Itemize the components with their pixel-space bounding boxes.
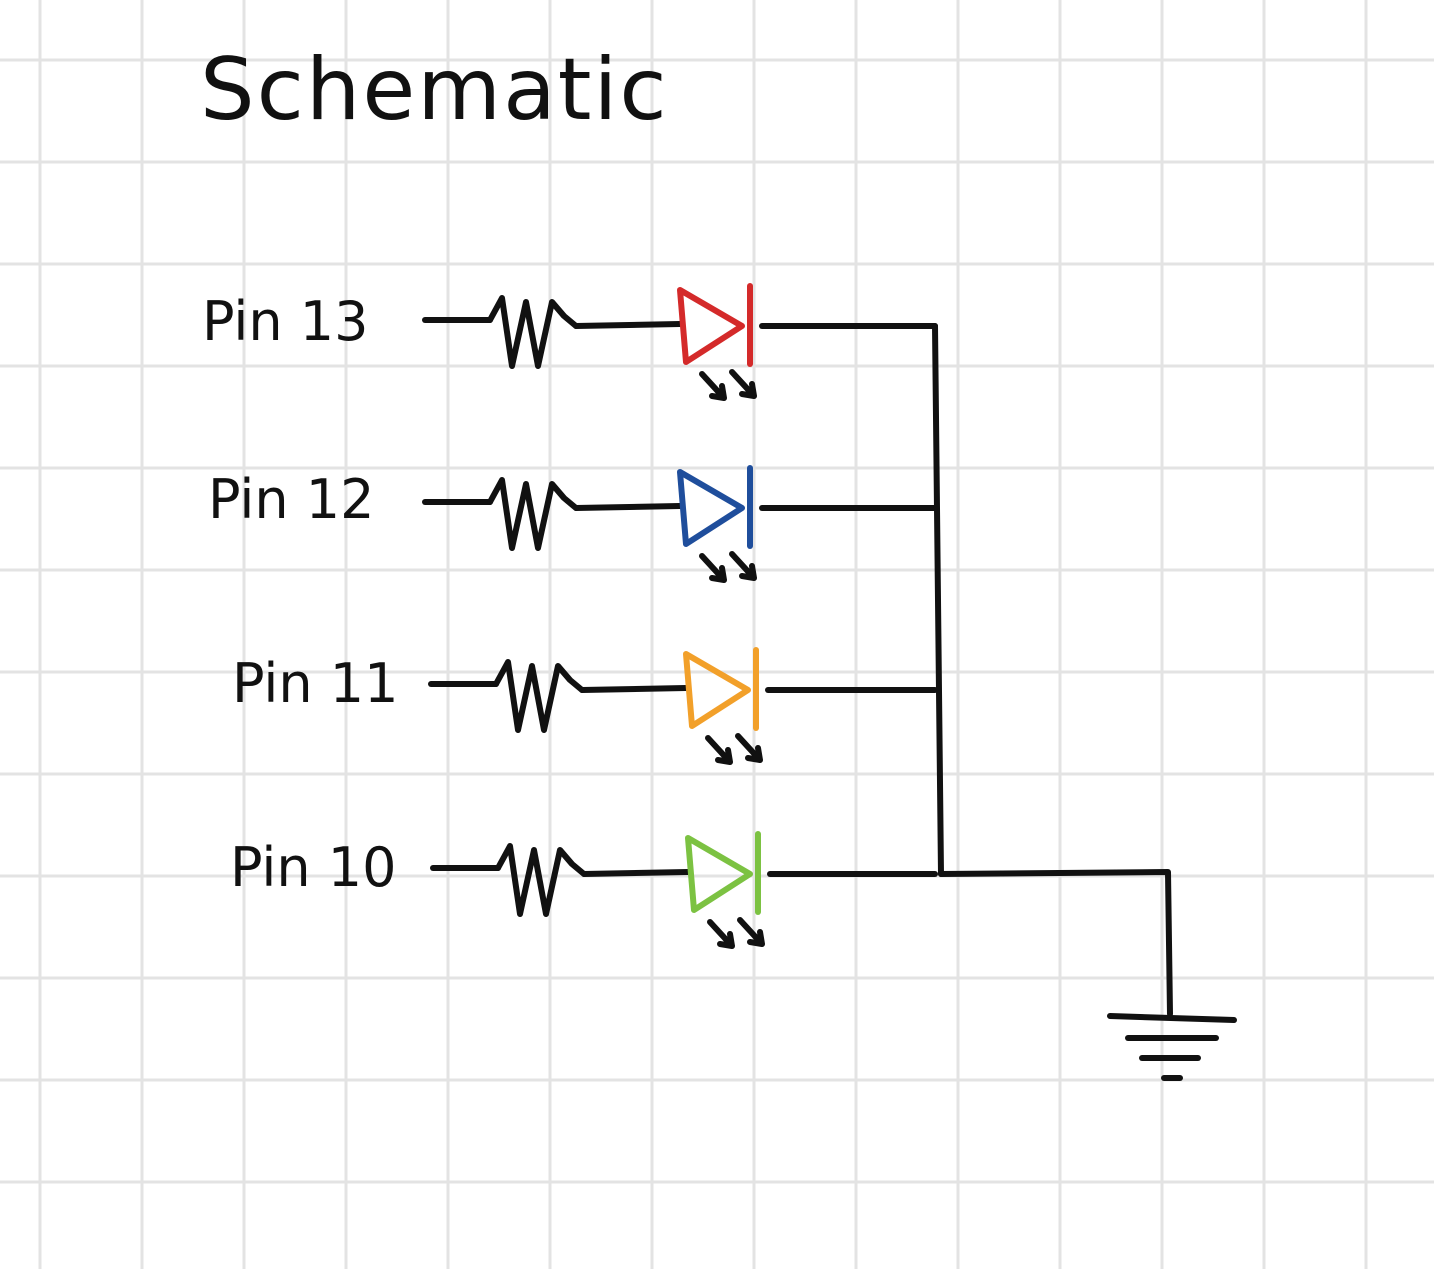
led-triangle: [683, 651, 751, 729]
resistor-icon: [495, 843, 587, 917]
pin-label-12: Pin 12: [208, 468, 375, 531]
pin-label-10: Pin 10: [230, 836, 397, 899]
led-icon: [677, 283, 753, 367]
light-arrow-icon: [705, 735, 733, 765]
light-arrow-icon: [735, 733, 763, 763]
light-arrow-icon: [737, 917, 765, 947]
light-arrow-icon: [729, 369, 757, 399]
pin-label-11: Pin 11: [232, 652, 399, 715]
wiring: [422, 317, 1173, 1017]
ground-line: [1107, 1013, 1237, 1023]
led-icon: [677, 465, 753, 549]
ground-icon: [1107, 1013, 1237, 1081]
common-bus: [932, 323, 944, 877]
resistor-icon: [487, 295, 579, 369]
led-icon: [685, 831, 761, 915]
pin-label-13: Pin 13: [202, 290, 369, 353]
light-arrow-icon: [699, 371, 727, 401]
led-triangle: [677, 469, 745, 547]
led-triangle: [677, 287, 745, 365]
wire-segment: [573, 321, 683, 329]
led-triangle: [685, 835, 753, 913]
light-arrow-icon: [729, 551, 757, 581]
wire-segment: [579, 685, 689, 693]
resistor-icon: [493, 659, 585, 733]
light-arrow-icon: [699, 553, 727, 583]
components: [487, 283, 1237, 1081]
wire-segment: [573, 503, 683, 511]
led-icon: [683, 647, 759, 731]
light-arrow-icon: [707, 919, 735, 949]
resistor-icon: [487, 477, 579, 551]
wire-segment: [581, 869, 691, 877]
diagram-title: Schematic: [200, 40, 669, 140]
ground-wire: [938, 869, 1173, 1017]
